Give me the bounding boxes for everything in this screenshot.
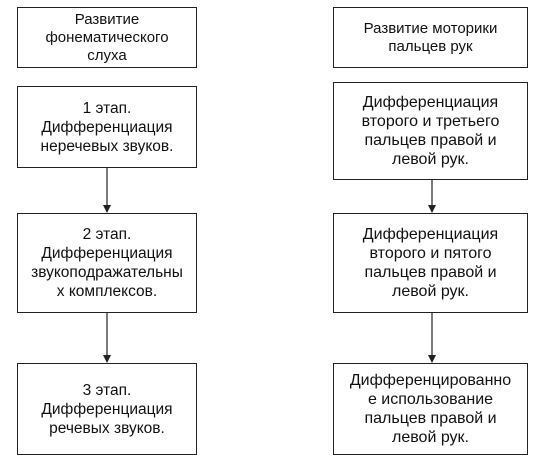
left-header-line: слуха [87,46,127,64]
right-stage-1-line: пальцев правой и [364,132,497,149]
right-stage-3-box: Дифференцированно е использование пальце… [333,363,528,455]
right-stage-2-line: левой рук. [392,283,469,300]
left-stage-2-line: Дифференциация [41,245,173,262]
left-stage-3-line: 3 этап. [82,381,132,399]
left-stage-3-box: 3 этап. Дифференциация речевых звуков. [17,363,197,455]
left-stage-2-box: 2 этап. Дифференциация звукоподражательн… [17,213,197,313]
left-stage-1-line: 1 этап. [82,99,132,117]
left-header-box: Развитие фонематического слуха [17,7,197,68]
left-stage-1-box: 1 этап. Дифференциация неречевых звуков. [17,86,197,168]
left-header-line: Развитие [74,10,140,28]
left-stage-2-line: 2 этап. [82,226,132,243]
right-stage-2-line: пальцев правой и [364,264,497,281]
right-header-box: Развитие моторики пальцев рук [333,7,528,68]
right-stage-3-line: е использование [367,391,494,408]
left-stage-3-line: Дифференциация [41,400,173,418]
right-stage-1-line: левой рук. [392,151,469,168]
left-stage-1-line: неречевых звуков. [40,137,174,155]
left-stage-3-line: речевых звуков. [49,419,165,437]
right-stage-3-line: пальцев правой и [364,410,497,427]
right-header-line: пальцев рук [388,37,473,55]
right-stage-2-box: Дифференциация второго и пятого пальцев … [333,213,528,313]
right-stage-1-line: второго и третьего [361,113,500,130]
right-header-line: Развитие моторики [363,19,498,37]
left-header-line: фонематического [45,28,169,46]
right-stage-2-line: Дифференциация [362,226,499,243]
right-stage-3-line: левой рук. [392,429,469,446]
right-stage-2-line: второго и пятого [369,245,492,262]
right-stage-1-box: Дифференциация второго и третьего пальце… [333,82,528,180]
left-stage-2-line: х комплексов. [56,283,158,300]
left-stage-1-line: Дифференциация [41,118,173,136]
right-stage-1-line: Дифференциация [362,94,499,111]
right-stage-3-line: Дифференцированно [349,372,512,389]
left-stage-2-line: звукоподражательны [31,264,183,281]
